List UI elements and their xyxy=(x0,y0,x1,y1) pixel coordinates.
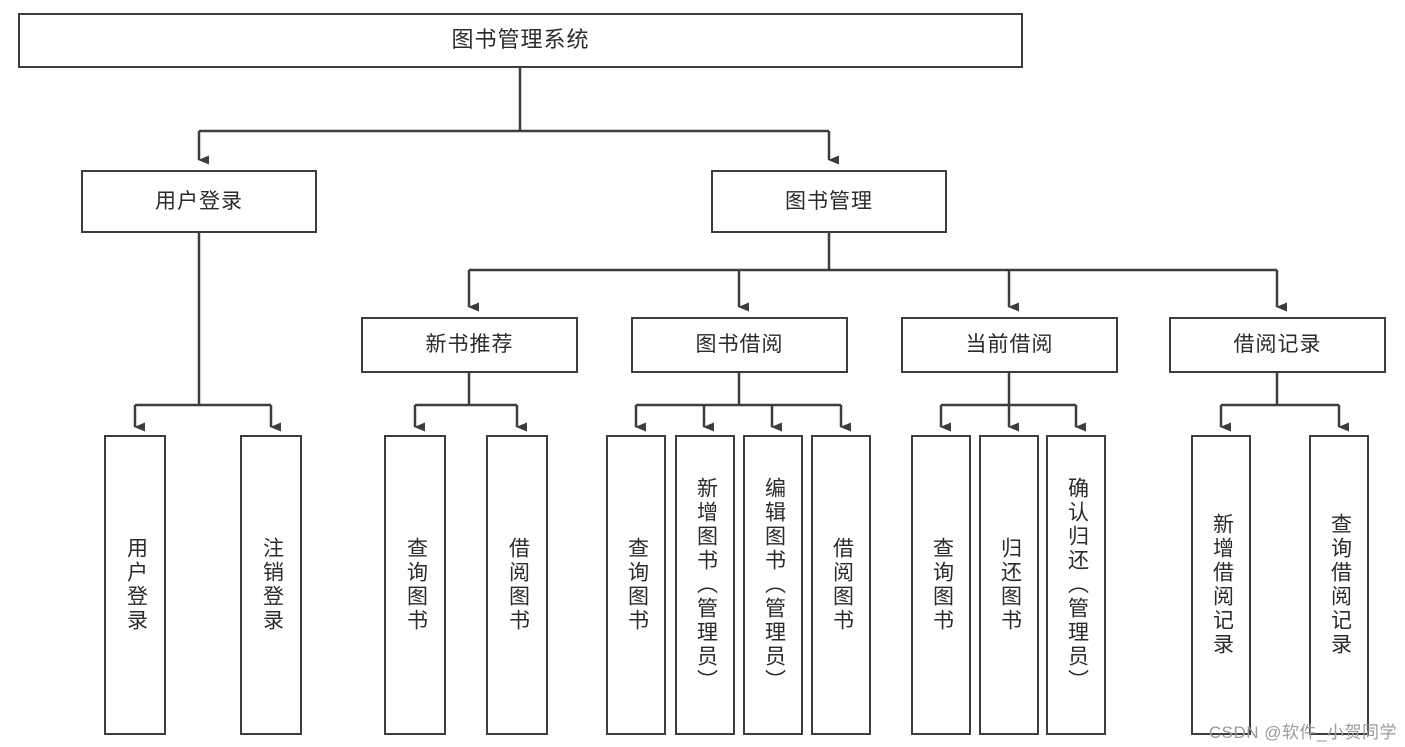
leaf-book-borrow-add[interactable]: 新增图书（管理员） xyxy=(675,435,735,735)
leaf-book-borrow-query[interactable]: 查询图书 xyxy=(606,435,666,735)
node-book-management-label: 图书管理 xyxy=(785,189,873,213)
leaf-borrow-record-add[interactable]: 新增借阅记录 xyxy=(1191,435,1251,735)
leaf-user-login-signout-label: 注销登录 xyxy=(260,537,284,633)
node-user-login-label: 用户登录 xyxy=(155,189,243,213)
leaf-book-borrow-lend-label: 借阅图书 xyxy=(830,537,854,633)
node-book-borrow[interactable]: 图书借阅 xyxy=(631,317,848,373)
node-borrow-record-label: 借阅记录 xyxy=(1233,333,1322,357)
leaf-book-borrow-edit-label: 编辑图书（管理员） xyxy=(762,477,786,693)
node-new-book-recommend[interactable]: 新书推荐 xyxy=(361,317,578,373)
leaf-book-borrow-add-label: 新增图书（管理员） xyxy=(694,477,718,693)
node-book-management[interactable]: 图书管理 xyxy=(711,170,947,233)
leaf-current-borrow-confirm-label: 确认归还（管理员） xyxy=(1065,477,1089,693)
leaf-borrow-record-query[interactable]: 查询借阅记录 xyxy=(1309,435,1369,735)
leaf-borrow-record-add-label: 新增借阅记录 xyxy=(1210,513,1234,657)
leaf-current-borrow-query[interactable]: 查询图书 xyxy=(911,435,971,735)
leaf-book-borrow-edit[interactable]: 编辑图书（管理员） xyxy=(743,435,803,735)
leaf-current-borrow-return-label: 归还图书 xyxy=(998,537,1022,633)
node-borrow-record[interactable]: 借阅记录 xyxy=(1169,317,1386,373)
leaf-new-book-borrow[interactable]: 借阅图书 xyxy=(486,435,548,735)
node-user-login[interactable]: 用户登录 xyxy=(81,170,317,233)
node-current-borrow[interactable]: 当前借阅 xyxy=(901,317,1118,373)
node-root-label: 图书管理系统 xyxy=(451,27,590,53)
leaf-new-book-query[interactable]: 查询图书 xyxy=(384,435,446,735)
leaf-user-login-signout[interactable]: 注销登录 xyxy=(240,435,302,735)
leaf-current-borrow-return[interactable]: 归还图书 xyxy=(979,435,1039,735)
leaf-current-borrow-query-label: 查询图书 xyxy=(930,537,954,633)
leaf-new-book-borrow-label: 借阅图书 xyxy=(506,537,530,633)
leaf-book-borrow-query-label: 查询图书 xyxy=(625,537,649,633)
node-new-book-recommend-label: 新书推荐 xyxy=(425,333,514,357)
node-book-borrow-label: 图书借阅 xyxy=(695,333,784,357)
leaf-user-login-signin[interactable]: 用户登录 xyxy=(104,435,166,735)
node-root[interactable]: 图书管理系统 xyxy=(18,13,1023,68)
leaf-book-borrow-lend[interactable]: 借阅图书 xyxy=(811,435,871,735)
leaf-user-login-signin-label: 用户登录 xyxy=(124,537,148,633)
leaf-current-borrow-confirm[interactable]: 确认归还（管理员） xyxy=(1046,435,1106,735)
leaf-new-book-query-label: 查询图书 xyxy=(404,537,428,633)
node-current-borrow-label: 当前借阅 xyxy=(965,333,1054,357)
leaf-borrow-record-query-label: 查询借阅记录 xyxy=(1328,513,1352,657)
